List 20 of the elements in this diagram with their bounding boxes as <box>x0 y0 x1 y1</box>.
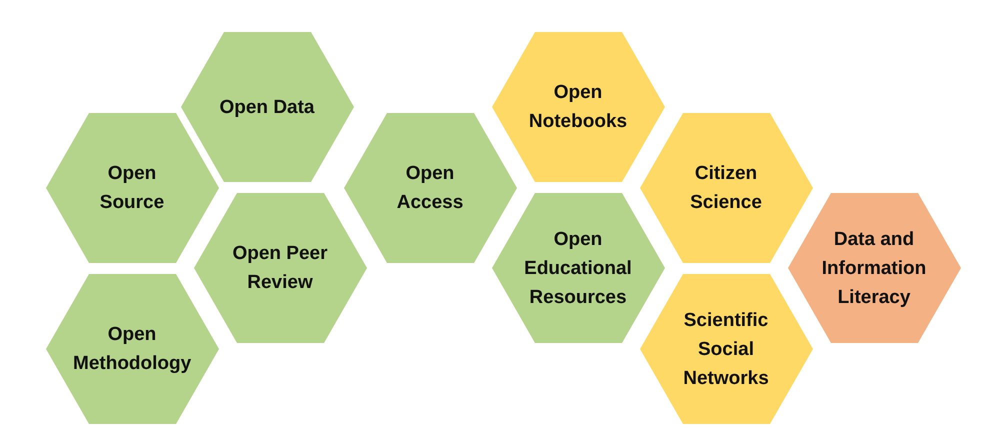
hexagon-tile <box>640 113 812 263</box>
hexagon-tile <box>194 193 366 343</box>
tile-label: Data and Information Literacy <box>820 228 928 310</box>
tile-label: Open Methodology <box>73 323 191 376</box>
hexagon-tile <box>46 274 218 424</box>
hexagon-tile <box>344 113 516 263</box>
tile-label: Scientific Social Networks <box>682 308 770 390</box>
tile-label: Open Source <box>98 162 166 215</box>
hexagon-tile <box>492 193 664 343</box>
hexagon-tile <box>788 193 960 343</box>
hexagon-tile <box>492 32 664 182</box>
hexagon-tile <box>640 274 812 424</box>
hexagon-tile <box>46 113 218 263</box>
tile-label: Open Notebooks <box>528 81 628 134</box>
tile-label: Open Access <box>396 162 464 215</box>
tile-label: Citizen Science <box>689 162 763 215</box>
hexagon-tile <box>180 32 354 182</box>
tile-label: Open Data <box>218 96 316 120</box>
tile-label: Open Peer Review <box>231 242 329 295</box>
tile-label: Open Educational Resources <box>523 228 633 310</box>
